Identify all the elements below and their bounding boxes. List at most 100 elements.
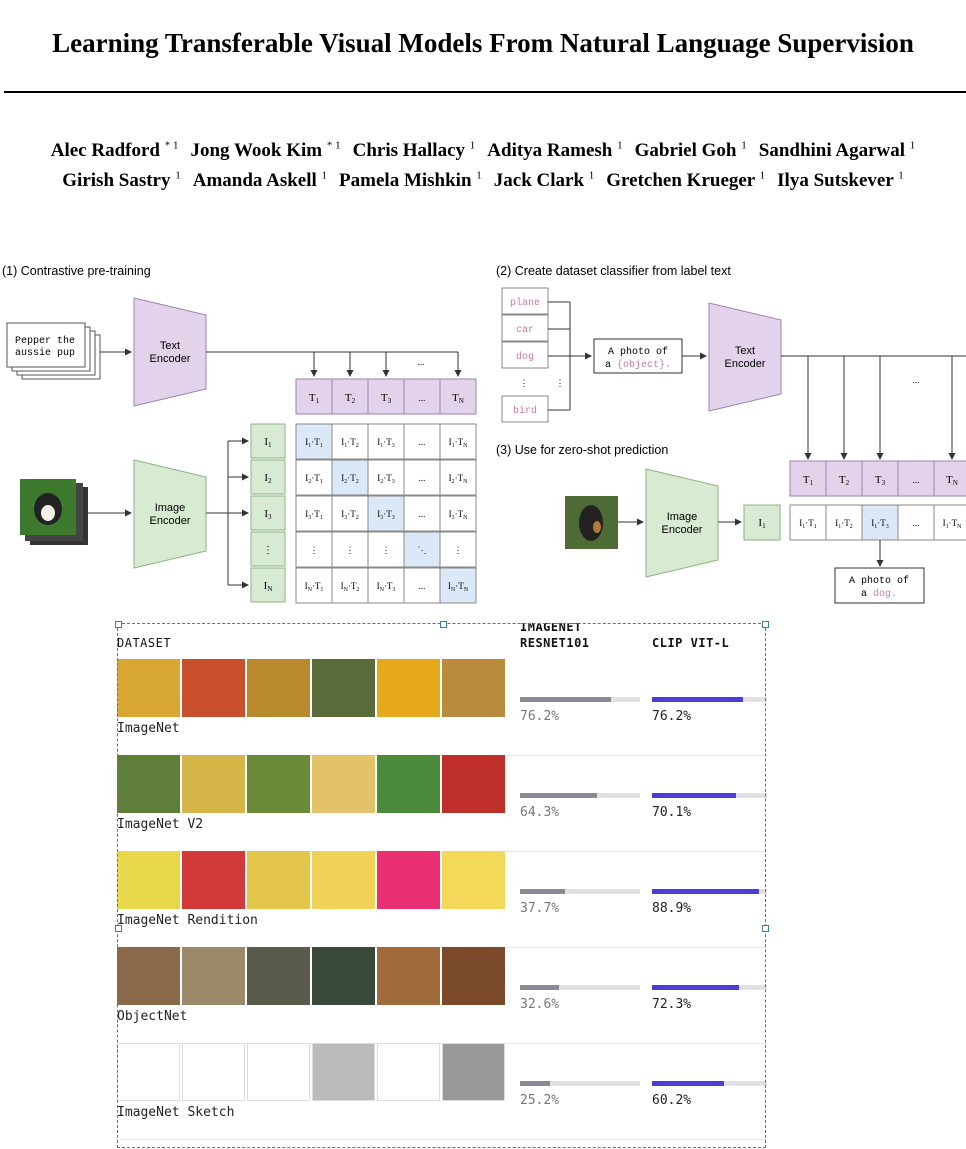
author-list: Alec Radford * 1 Jong Wook Kim * 1 Chris H… [0,134,966,193]
author-name: Alec Radford * 1 [50,140,179,162]
similarity-cell [403,459,441,496]
svg-text:⋮: ⋮ [520,378,529,388]
panel1-title: (1) Contrastive pre-training [2,264,151,278]
svg-text:...: ... [419,581,426,591]
similarity-cell [439,423,477,460]
resnet-bar [520,1081,640,1086]
svg-text:⋮: ⋮ [263,545,273,556]
prediction-box [834,567,925,604]
similarity-cell [439,459,477,496]
similarity-cell [439,531,477,568]
dataset-thumbnail [377,659,440,717]
resnet-bar [520,697,640,702]
similarity-cell [403,567,441,604]
prediction-cell [789,504,827,541]
panel3-title: (3) Use for zero-shot prediction [496,443,668,457]
clip-bar [652,985,767,990]
dataset-thumbnail [377,851,440,909]
label-text: dog [516,351,534,363]
similarity-cell [295,459,333,496]
similarity-cell [403,495,441,532]
dataset-thumbnail [182,851,245,909]
author-name: Jong Wook Kim * 1 [190,140,341,162]
title-rule [4,91,966,93]
svg-text:IN: IN [264,580,273,593]
dataset-thumbnail [377,1043,440,1101]
similarity-cell [331,423,369,460]
clip-score: 88.9% [652,901,692,916]
clip-score: 76.2% [652,709,692,724]
svg-text:TN: TN [946,474,958,487]
text-embedding-cell [933,460,966,497]
prediction-cell [825,504,863,541]
svg-text:T2: T2 [345,392,356,405]
dataset-thumbnail [247,755,310,813]
dataset-thumbnail [117,851,180,909]
svg-text:I1: I1 [758,517,766,530]
label-text: car [516,325,534,336]
col-header-resnet-line1: IMAGENET [520,623,582,634]
svg-text:Pepper the: Pepper the [15,335,75,347]
svg-text:...: ... [913,475,920,485]
author-name: Chris Hallacy 1 [352,140,476,162]
svg-text:⋱: ⋱ [418,545,427,555]
dataset-thumbnail [247,947,310,1005]
resnet-score: 76.2% [520,709,560,724]
dataset-thumbnail [312,851,375,909]
dataset-thumbnail [442,659,505,717]
dataset-thumbnail [312,1043,375,1101]
svg-text:Encoder: Encoder [725,358,766,370]
caption-text-stack: Pepper the aussie pup [6,322,101,380]
dataset-thumbnail [182,1043,245,1101]
resnet-score: 25.2% [520,1093,560,1108]
svg-text:T3: T3 [381,392,392,405]
svg-text:I1: I1 [264,436,272,449]
svg-text:⋮: ⋮ [556,378,565,388]
author-line-1: Alec Radford * 1 Jong Wook Kim * 1 Chris H… [0,134,966,163]
dataset-name: ImageNet Rendition [117,913,258,928]
svg-text:...: ... [913,375,920,385]
svg-text:I2: I2 [264,472,272,485]
label-text: bird [513,405,537,417]
svg-text:Image: Image [155,502,186,514]
dataset-thumbnail [247,851,310,909]
prompt-template-box [593,338,683,374]
resnet-bar [520,889,640,894]
dataset-thumbnail [377,755,440,813]
dataset-thumbnail [312,755,375,813]
dataset-thumbnail [182,947,245,1005]
svg-text:Encoder: Encoder [662,524,703,536]
svg-text:⋮: ⋮ [346,545,355,555]
text-embedding-cell [331,378,369,415]
svg-text:Encoder: Encoder [150,353,191,365]
label-box [501,314,549,342]
dataset-thumbnail [117,659,180,717]
dataset-thumbnail [117,1043,180,1101]
dataset-thumbnail [442,1043,505,1101]
similarity-cell [367,495,405,532]
image-embedding-cell [250,567,286,603]
dataset-name: ImageNet V2 [117,817,204,832]
svg-text:A photo of: A photo of [608,346,668,358]
label-box [501,395,549,423]
svg-text:⋮: ⋮ [382,545,391,555]
svg-text:...: ... [419,437,426,447]
clip-overview-figure: (1) Contrastive pre-training (2) Create … [2,264,966,604]
text-embedding-cell [439,378,477,415]
clip-bar [652,697,767,702]
svg-text:A photo of: A photo of [849,575,909,587]
resnet-bar [520,985,640,990]
text-embedding-cell [403,378,441,415]
svg-text:⋮: ⋮ [454,545,463,555]
svg-text:...: ... [419,509,426,519]
resnet-score: 64.3% [520,805,560,820]
similarity-cell [295,531,333,568]
resnet-bar [520,793,640,798]
